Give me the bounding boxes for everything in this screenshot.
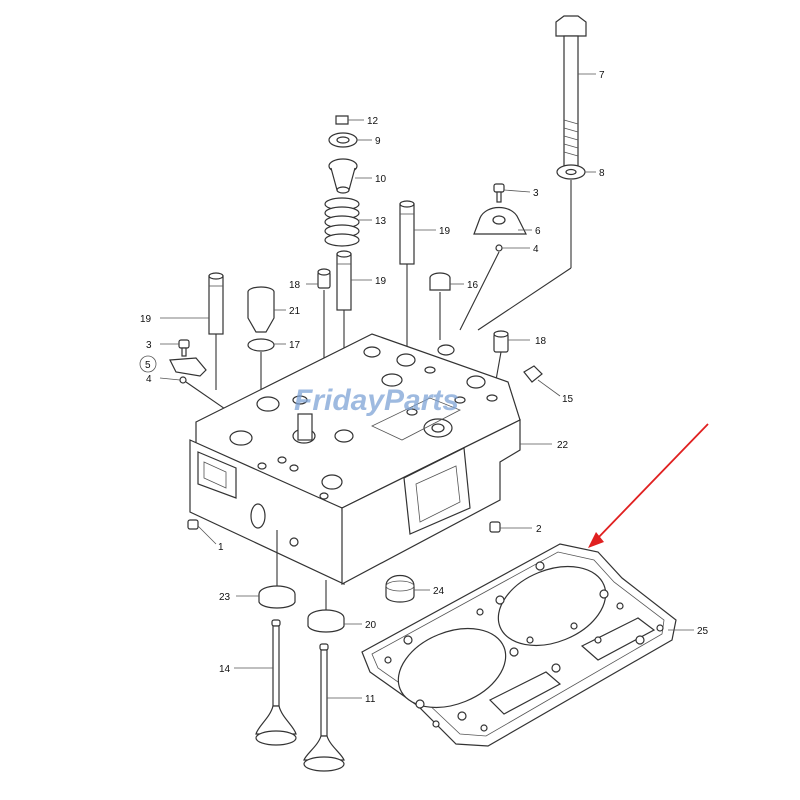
- callout-5-circle: [139, 355, 157, 373]
- part-11-valve: [303, 643, 345, 772]
- callout-6: 6: [535, 226, 541, 237]
- callout-7: 7: [599, 70, 605, 81]
- part-21-injector-sleeve: [247, 286, 275, 333]
- highlight-arrow: [588, 423, 709, 548]
- callout-14: 14: [219, 664, 231, 675]
- part-18-dowel-right: [493, 330, 509, 353]
- part-22-cylinder-head: [189, 333, 521, 585]
- part-4-washer-top: [495, 244, 503, 252]
- part-23-valve-seat: [258, 585, 296, 609]
- watermark-logo: FridayParts: [294, 384, 459, 417]
- part-19-valve-guide-left: [208, 272, 224, 335]
- watermark-text: FridayParts: [294, 384, 459, 417]
- callout-2: 2: [536, 524, 542, 535]
- part-2-plug: [489, 521, 501, 533]
- callout-12: 12: [367, 116, 379, 127]
- callout-4-left: 4: [146, 374, 152, 385]
- callout-24: 24: [433, 586, 445, 597]
- part-12-valve-key: [335, 115, 349, 125]
- callout-1: 1: [218, 542, 224, 553]
- callout-22: 22: [557, 440, 569, 451]
- part-24-cap: [385, 574, 415, 603]
- part-7-bolt: [555, 15, 587, 167]
- callout-16: 16: [467, 280, 479, 291]
- callout-labels: 7 8 12 9 10 13 3 6 4 19 19 18 16 21 19 1…: [140, 70, 709, 705]
- part-17-o-ring: [247, 338, 275, 352]
- callout-20: 20: [365, 620, 377, 631]
- callout-4-top: 4: [533, 244, 539, 255]
- part-3-screw-left: [178, 339, 190, 357]
- part-1-plug: [187, 519, 199, 530]
- part-15-plug: [523, 365, 543, 383]
- part-5-clamp: [169, 357, 207, 377]
- callout-3-left: 3: [146, 340, 152, 351]
- callout-25: 25: [697, 626, 709, 637]
- callout-17: 17: [289, 340, 301, 351]
- part-20-valve-seat: [307, 609, 345, 633]
- callout-11: 11: [365, 694, 376, 705]
- callout-15: 15: [562, 394, 574, 405]
- callout-23: 23: [219, 592, 231, 603]
- callout-5: 5: [145, 360, 151, 371]
- part-13-valve-spring: [324, 197, 360, 247]
- part-6-rocker-bracket: [473, 206, 527, 235]
- callout-19-center: 19: [375, 276, 387, 287]
- leader-lines: [159, 73, 694, 699]
- part-14-valve: [255, 619, 297, 746]
- callout-9: 9: [375, 136, 381, 147]
- part-4-washer-left: [179, 376, 187, 384]
- part-25-head-gasket: [361, 543, 677, 747]
- callout-18-right: 18: [535, 336, 547, 347]
- part-9-cap: [328, 132, 358, 148]
- callout-19-left: 19: [140, 314, 152, 325]
- part-8-washer: [556, 164, 586, 180]
- callout-13: 13: [375, 216, 387, 227]
- callout-21: 21: [289, 306, 301, 317]
- callout-19-right: 19: [439, 226, 451, 237]
- part-18-dowel-top: [317, 268, 331, 289]
- callout-8: 8: [599, 168, 605, 179]
- callout-18-top: 18: [289, 280, 301, 291]
- part-3-screw-top: [493, 183, 505, 203]
- part-16-seal: [429, 272, 451, 291]
- part-10-spring-retainer: [328, 158, 358, 194]
- callout-3-top: 3: [533, 188, 539, 199]
- callout-10: 10: [375, 174, 387, 185]
- part-19-valve-guide-right: [399, 200, 415, 265]
- part-19-valve-guide-center: [336, 250, 352, 311]
